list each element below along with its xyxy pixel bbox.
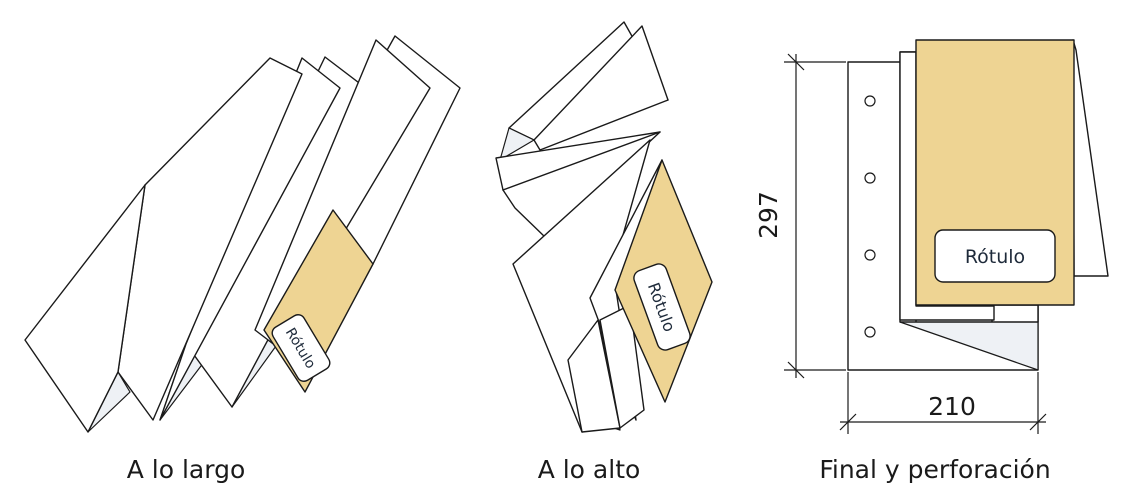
width-value: 210 xyxy=(928,392,976,421)
fold-inner-face xyxy=(499,127,535,161)
diagram-lengthwise: Rótulo A lo largo xyxy=(24,35,461,484)
punch-hole xyxy=(864,172,876,184)
fold-panel xyxy=(599,304,645,429)
fold-panel xyxy=(24,184,146,433)
diagram-final-perforation: Rótulo 297 210 Final y perforación xyxy=(754,39,1109,484)
height-value: 297 xyxy=(754,191,783,239)
width-dim-tick xyxy=(1029,413,1047,431)
label-box xyxy=(271,314,331,382)
label-box xyxy=(633,263,691,351)
punch-hole xyxy=(864,326,876,338)
punch-hole xyxy=(864,95,876,107)
height-dim-tick xyxy=(787,361,805,379)
height-dim-tick xyxy=(787,53,805,71)
caption-heightwise: A lo alto xyxy=(538,455,641,484)
caption-lengthwise: A lo largo xyxy=(127,455,246,484)
right-flap xyxy=(1072,39,1109,277)
diagram-heightwise: Rótulo A lo alto xyxy=(495,21,713,484)
label-text: Rótulo xyxy=(965,246,1025,268)
caption-final: Final y perforación xyxy=(819,455,1050,484)
label-box xyxy=(934,229,1056,283)
punch-hole xyxy=(864,249,876,261)
width-dim-tick xyxy=(839,413,857,431)
fold-panel xyxy=(533,25,669,151)
